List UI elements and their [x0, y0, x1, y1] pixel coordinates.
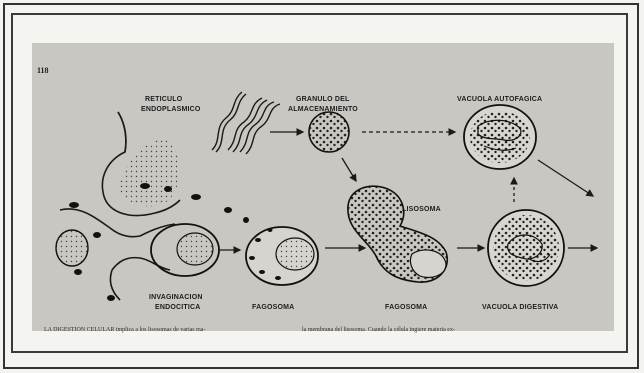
- arrow-autophagic-to-exit: [538, 160, 593, 196]
- phagosome-1: [246, 227, 318, 285]
- page-number: 118: [37, 66, 49, 75]
- label-lisosoma: LISOSOMA: [402, 206, 441, 213]
- label-fagosoma-2: FAGOSOMA: [385, 304, 427, 311]
- label-reticulo-line1: RETICULO: [145, 96, 183, 103]
- er-cisternae: [212, 92, 280, 154]
- caption-right: la membrana del lisosoma. Cuando la célu…: [302, 327, 455, 333]
- label-vacuola-autofagica: VACUOLA AUTOFAGICA: [457, 96, 542, 103]
- lysosome: [348, 186, 447, 282]
- endocytic-invagination: [151, 224, 219, 276]
- label-granulo-line1: GRANULO DEL: [296, 96, 350, 103]
- storage-granule: [309, 112, 349, 152]
- label-fagosoma-1: FAGOSOMA: [252, 304, 294, 311]
- caption-left: LA DIGESTION CELULAR implica a los lisos…: [44, 327, 205, 333]
- label-invaginacion-line2: ENDOCITICA: [155, 304, 201, 311]
- label-granulo-line2: ALMACENAMIENTO: [288, 106, 358, 113]
- label-vacuola-digestiva: VACUOLA DIGESTIVA: [482, 304, 558, 311]
- arrow-granule-to-lysosome: [342, 158, 356, 181]
- label-invaginacion-line1: INVAGINACION: [149, 294, 203, 301]
- label-reticulo-line2: ENDOPLASMICO: [141, 106, 201, 113]
- label-reticulo-endoplasmico: RETICULO ENDOPLASMICO: [141, 96, 201, 113]
- external-particle: [56, 230, 88, 266]
- autophagic-vacuole: [464, 105, 536, 169]
- digestive-vacuole: [488, 210, 564, 286]
